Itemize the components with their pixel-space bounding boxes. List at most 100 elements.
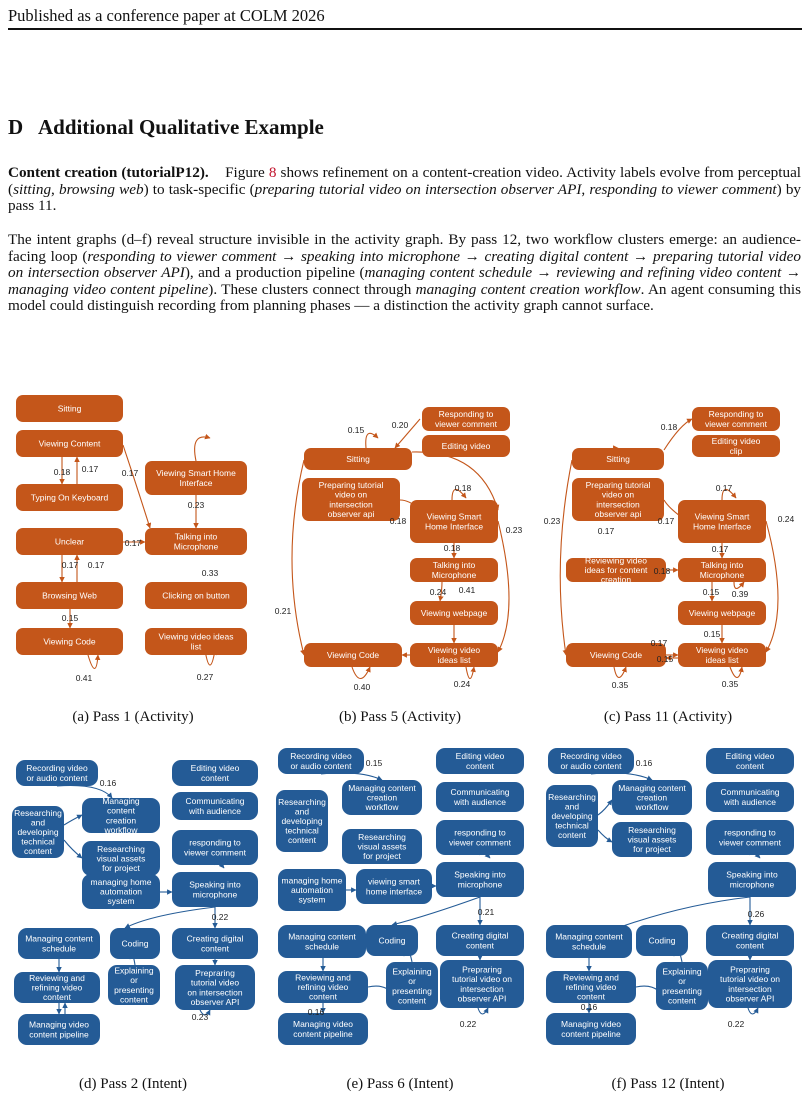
- edge-weight-label: 0.18: [654, 566, 671, 576]
- node-label: content: [466, 761, 495, 771]
- node-label: and: [295, 806, 309, 816]
- node-label: Speaking into: [454, 870, 506, 880]
- node-label: content: [24, 846, 53, 856]
- node-label: Viewing Content: [39, 439, 101, 449]
- node-label: content: [736, 940, 765, 950]
- node-label: Talking into: [701, 560, 744, 570]
- node-label: Prepraring: [195, 968, 235, 978]
- node-label: Responding to: [439, 409, 494, 419]
- node-label: responding to: [724, 828, 776, 838]
- node-label: tutorial video on: [720, 974, 780, 984]
- node-label: observer API: [726, 993, 775, 1003]
- node-label: content: [107, 806, 136, 816]
- graph-edge: [729, 666, 744, 679]
- node-label: ideas list: [705, 655, 739, 665]
- node-label: Viewing Smart: [427, 512, 482, 522]
- edge-weight-label: 0.24: [430, 587, 447, 597]
- node-label: technical: [555, 821, 589, 831]
- node-label: Researching: [278, 797, 326, 807]
- node-label: clip: [730, 446, 743, 456]
- graph-edge: [747, 1007, 759, 1015]
- node-label: Researching: [14, 808, 62, 818]
- node-label: Creating digital: [452, 931, 509, 941]
- node-label: and: [31, 817, 45, 827]
- node-label: Prepraring: [730, 965, 770, 975]
- node-label: or: [130, 975, 138, 985]
- node-label: Sitting: [346, 454, 370, 464]
- edge-weight-label: 0.17: [712, 544, 729, 554]
- node-label: Researching: [628, 825, 676, 835]
- node-label: Explaining: [114, 966, 153, 976]
- node-label: Browsing Web: [42, 591, 97, 601]
- figure-link[interactable]: 8: [268, 164, 277, 181]
- node-label: content: [736, 761, 765, 771]
- edge-weight-label: 0.17: [658, 516, 675, 526]
- node-label: content: [201, 773, 230, 783]
- node-label: viewer comment: [435, 419, 498, 429]
- graph-edge: [663, 418, 693, 451]
- node-label: Reviewing and: [295, 972, 351, 982]
- edge-weight-label: 0.16: [308, 1007, 325, 1017]
- panel-caption: (f) Pass 12 (Intent): [612, 1076, 725, 1092]
- node-label: observer API: [191, 997, 240, 1007]
- node-label: content: [668, 995, 697, 1005]
- text-run: shows refinement on a content-creation v…: [8, 164, 802, 198]
- node-label: responding to: [454, 828, 506, 838]
- node-label: Creating digital: [187, 934, 244, 944]
- node-label: developing: [551, 811, 592, 821]
- edge-weight-label: 0.23: [544, 516, 561, 526]
- node-label: Creating digital: [722, 931, 779, 941]
- text-run: The intent graphs (d–f) reveal structure…: [8, 231, 801, 265]
- node-label: Editing video: [712, 436, 761, 446]
- edge-weight-label: 0.23: [188, 500, 205, 510]
- node-label: content pipeline: [561, 1029, 621, 1039]
- node-label: or audio content: [291, 761, 353, 771]
- edge-weight-label: 0.17: [88, 560, 105, 570]
- graph-node-viewing-code: Viewing Code: [16, 628, 123, 655]
- node-label: Explaining: [392, 967, 431, 977]
- edge-weight-label: 0.35: [722, 679, 739, 689]
- node-label: viewer comment: [449, 837, 512, 847]
- node-label: Speaking into: [726, 870, 778, 880]
- italic-run: browsing web: [58, 180, 144, 198]
- node-label: creation: [637, 793, 668, 803]
- node-label: automation: [100, 887, 142, 897]
- node-label: refining video: [32, 983, 83, 993]
- node-label: Prepraring: [462, 965, 502, 975]
- graph-edge: [559, 459, 573, 656]
- node-label: presenting: [392, 986, 432, 996]
- node-label: viewer comment: [705, 419, 768, 429]
- node-label: intersection: [460, 984, 504, 994]
- node-label: Researching: [358, 832, 406, 842]
- node-label: ideas for content: [585, 565, 648, 575]
- node-label: Viewing webpage: [421, 608, 488, 618]
- graph-edge: [351, 666, 371, 680]
- graph-node-editing-video: Editing video: [422, 435, 510, 457]
- node-label: content: [577, 992, 606, 1002]
- node-label: technical: [21, 837, 55, 847]
- node-label: Viewing Smart Home: [156, 468, 236, 478]
- node-label: Recording video: [290, 751, 352, 761]
- node-label: Editing video: [456, 751, 505, 761]
- paragraph-content-creation: Content creation (tutorialP12). Figure 8…: [8, 164, 802, 215]
- node-label: content: [201, 943, 230, 953]
- graph-node-sitting: Sitting: [304, 448, 412, 470]
